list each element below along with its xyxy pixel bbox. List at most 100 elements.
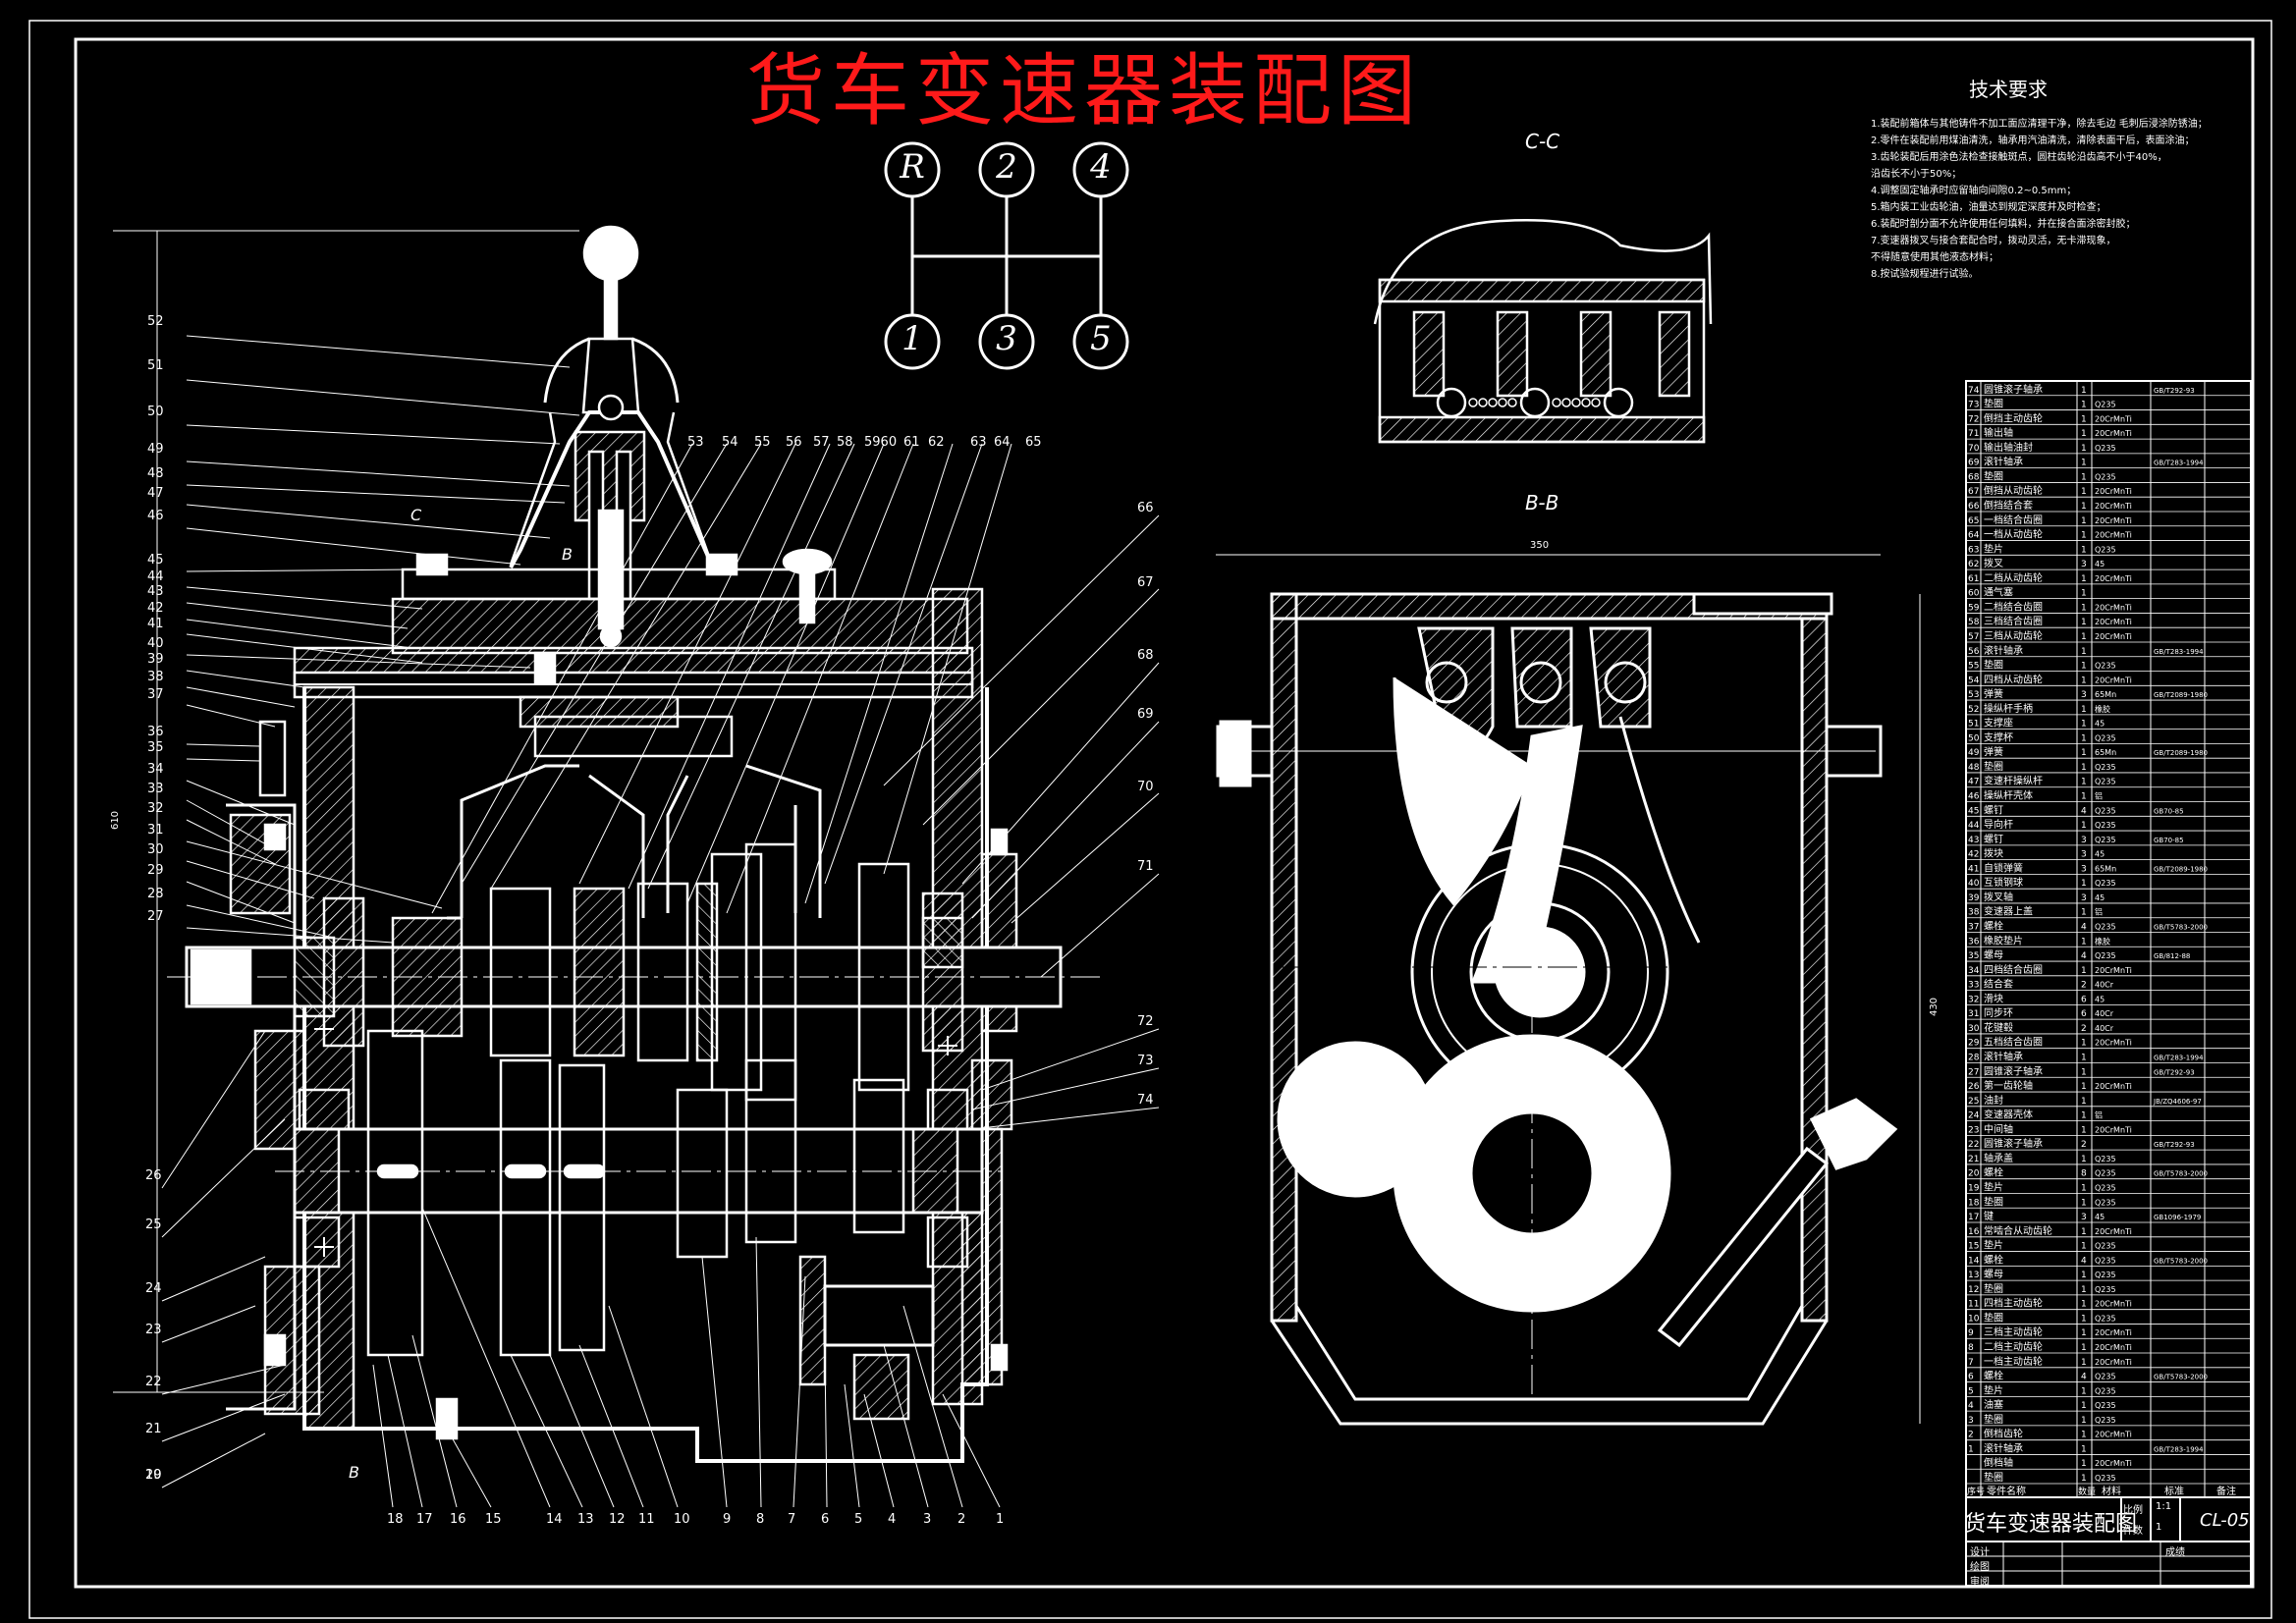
outer-border xyxy=(28,20,2272,1619)
bom-cell: 垫片 xyxy=(1984,1239,2003,1252)
bom-cell: 67 xyxy=(1968,487,1979,497)
part-number: 41 xyxy=(147,617,164,631)
part-number: 69 xyxy=(1137,707,1154,722)
section-mark-b-bottom: B xyxy=(349,1463,359,1482)
bom-cell: 三档主动齿轮 xyxy=(1984,1325,2043,1338)
bom-cell: 变速器上盖 xyxy=(1984,905,2033,918)
bom-cell: 1 xyxy=(2081,603,2087,613)
bom-cell: 20CrMnTi xyxy=(2095,1358,2132,1367)
bom-cell: 弹簧 xyxy=(1984,687,2003,700)
part-number: 53 xyxy=(687,435,704,450)
part-number: 33 xyxy=(147,782,164,796)
part-number: 11 xyxy=(638,1512,655,1527)
bom-cell: 1 xyxy=(2081,1053,2087,1062)
bom-cell: 1 xyxy=(2081,487,2087,497)
bom-cell: 68 xyxy=(1968,472,1980,482)
part-number: 34 xyxy=(147,762,164,777)
part-number: 50 xyxy=(147,405,164,419)
bom-cell: 1 xyxy=(2081,589,2087,599)
title-block-scale-label: 比例 xyxy=(2123,1505,2143,1516)
bom-cell: 螺栓 xyxy=(1984,920,2003,933)
bom-cell: 三档结合齿圈 xyxy=(1984,615,2043,627)
section-label-bb: B-B xyxy=(1525,491,1559,514)
tech-line: 1.装配前箱体与其他铸件不加工面应清理干净，除去毛边 毛刺后浸涂防锈油； xyxy=(1871,119,2208,130)
bom-cell: 64 xyxy=(1968,531,1980,541)
bom-cell: 变速杆操纵杆 xyxy=(1984,775,2043,787)
bom-cell: 15 xyxy=(1968,1242,1979,1252)
bom-cell: 45 xyxy=(2095,1213,2105,1221)
part-number: 24 xyxy=(145,1281,162,1296)
title-block-sheet-label: 件数 xyxy=(2123,1526,2143,1537)
bom-cell: 20CrMnTi xyxy=(2095,1328,2132,1337)
bom-cell: 45 xyxy=(2095,560,2105,568)
bom-cell: 1 xyxy=(2081,502,2087,512)
bom-cell: 序号 xyxy=(1967,1486,1985,1497)
part-number: 21 xyxy=(145,1422,162,1436)
bom-cell: 垫圈 xyxy=(1984,1413,2003,1426)
bom-cell: 1 xyxy=(2081,792,2087,802)
shift-gear-r: R xyxy=(900,147,925,187)
bom-cell: 1 xyxy=(2081,1474,2087,1484)
part-number: 42 xyxy=(147,601,164,616)
main-section-view xyxy=(113,225,1100,1463)
title-block-drawing-no: CL-05 xyxy=(2200,1510,2250,1531)
tech-line: 4.调整固定轴承时应留轴向间隙0.2~0.5mm； xyxy=(1871,186,2077,196)
bom-cell: Q235 xyxy=(2095,1183,2116,1192)
part-number: 10 xyxy=(674,1512,690,1527)
bom-cell: 26 xyxy=(1968,1082,1980,1092)
bom-cell: 结合套 xyxy=(1984,978,2013,991)
bom-cell: 1 xyxy=(2081,1125,2087,1135)
bom-cell: 74 xyxy=(1968,386,1980,396)
part-number: 30 xyxy=(147,842,164,857)
bom-cell: 1 xyxy=(2081,618,2087,627)
bom-cell: 垫圈 xyxy=(1984,760,2003,773)
part-number: 23 xyxy=(145,1323,162,1337)
part-number: 5 xyxy=(854,1512,863,1527)
bom-cell: 20CrMnTi xyxy=(2095,502,2132,511)
bom-cell: 1 xyxy=(2081,401,2087,410)
bom-cell: 3 xyxy=(2081,850,2087,860)
part-number: 12 xyxy=(609,1512,626,1527)
bom-cell: 1 xyxy=(2081,574,2087,584)
section-bb-view xyxy=(1216,554,1921,1426)
bom-cell: 65Mn xyxy=(2095,864,2116,873)
bom-cell: 61 xyxy=(1968,574,1979,584)
bom-cell: 70 xyxy=(1968,444,1980,454)
part-number: 52 xyxy=(147,314,164,329)
bom-cell: 1 xyxy=(1968,1444,1974,1454)
tech-requirements-heading: 技术要求 xyxy=(1969,78,2048,101)
bom-cell: 13 xyxy=(1968,1271,1979,1280)
part-number: 63 xyxy=(970,435,987,450)
part-number: 8 xyxy=(756,1512,765,1527)
shift-gear-4: 4 xyxy=(1090,147,1112,187)
bom-cell: Q235 xyxy=(2095,1401,2116,1410)
bom-cell: 20CrMnTi xyxy=(2095,1300,2132,1309)
title-block-design: 设计 xyxy=(1970,1547,1990,1558)
bom-cell: 材料 xyxy=(2102,1485,2121,1497)
part-number: 48 xyxy=(147,466,164,481)
bom-cell: 1 xyxy=(2081,937,2087,947)
part-number: 32 xyxy=(147,801,164,816)
bom-cell: 20 xyxy=(1968,1169,1980,1179)
bom-cell: 1 xyxy=(2081,414,2087,424)
bom-cell: 4 xyxy=(2081,1256,2087,1266)
part-number: 22 xyxy=(145,1375,162,1389)
bom-cell: 20CrMnTi xyxy=(2095,676,2132,684)
bom-cell: 55 xyxy=(1968,662,1979,672)
part-number: 25 xyxy=(145,1217,162,1232)
bom-cell: GB70-85 xyxy=(2154,837,2184,844)
bom-cell: 二档结合齿圈 xyxy=(1984,600,2043,613)
technical-requirements: 技术要求 1.装配前箱体与其他铸件不加工面应清理干净，除去毛边 毛刺后浸涂防锈油… xyxy=(1871,74,2244,283)
bom-cell: 1 xyxy=(2081,1082,2087,1092)
drawing-title: 货车变速器装配图 xyxy=(746,45,1422,136)
bom-cell: 1 xyxy=(2081,908,2087,918)
bom-cell: 20CrMnTi xyxy=(2095,603,2132,612)
bom-cell: 20CrMnTi xyxy=(2095,966,2132,975)
bom-cell: 螺钉 xyxy=(1984,834,2003,845)
bom-cell: 40Cr xyxy=(2095,1009,2114,1018)
bom-cell: 滚针轴承 xyxy=(1984,1050,2023,1062)
part-number: 43 xyxy=(147,584,164,599)
bom-cell: 标准 xyxy=(2164,1486,2184,1497)
bom-cell: Q235 xyxy=(2095,879,2116,888)
bom-cell: 20CrMnTi xyxy=(2095,429,2132,438)
